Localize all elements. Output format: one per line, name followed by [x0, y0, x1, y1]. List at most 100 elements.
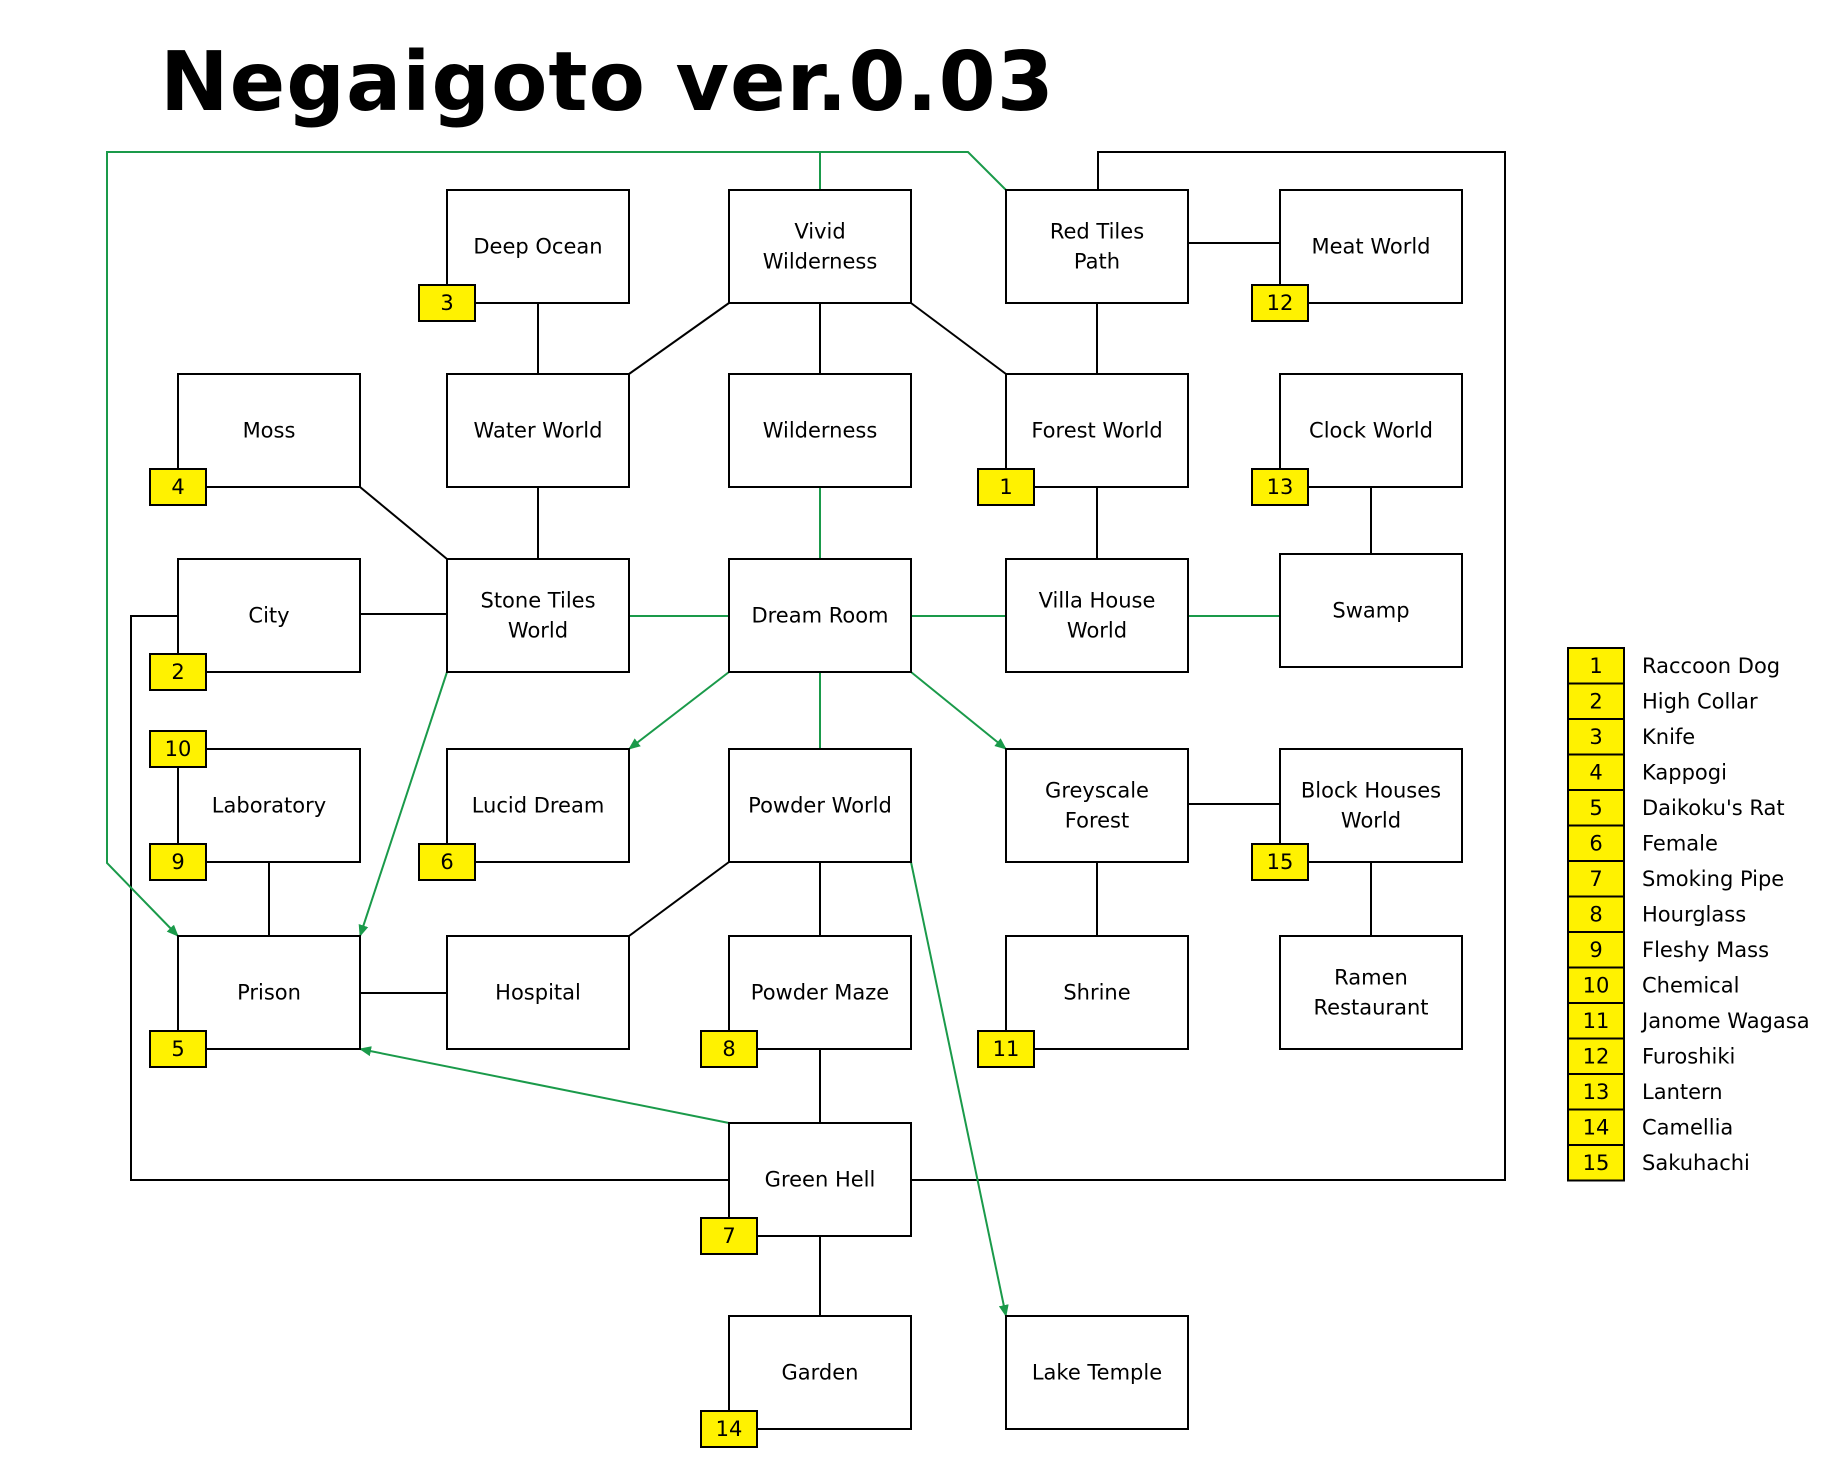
legend-number: 6 — [1589, 831, 1602, 855]
node-label: Powder World — [748, 794, 892, 818]
legend-label: Furoshiki — [1642, 1044, 1735, 1068]
node-label: Lake Temple — [1032, 1361, 1162, 1385]
node-label: Forest World — [1031, 419, 1162, 443]
node-box — [1279, 189, 1463, 304]
node-label: Water World — [474, 419, 603, 443]
item-badge: 6 — [418, 843, 476, 881]
item-badge: 13 — [1251, 468, 1309, 506]
diagram-title: Negaigoto ver.0.03 — [160, 35, 1055, 130]
node-meat-world: Meat World 12 — [1251, 189, 1463, 322]
node-label: World — [508, 619, 568, 643]
badge-number: 9 — [171, 850, 184, 874]
node-box — [446, 189, 630, 304]
badge-number: 3 — [440, 291, 453, 315]
node-label: World — [1341, 809, 1401, 833]
badge-number: 10 — [165, 737, 192, 761]
node-label: Deep Ocean — [473, 235, 602, 259]
node-label: Path — [1074, 250, 1120, 274]
node-box — [177, 373, 361, 488]
legend-number: 7 — [1589, 867, 1602, 891]
top-loop-to-red-tiles — [820, 151, 1007, 191]
node-label: Moss — [243, 419, 296, 443]
legend-label: Camellia — [1642, 1115, 1733, 1139]
node-label: Block Houses — [1301, 779, 1441, 803]
node-label: Wilderness — [763, 250, 878, 274]
legend-item: 7 Smoking Pipe — [1567, 860, 1784, 898]
node-label: World — [1067, 619, 1127, 643]
node-powder-world: Powder World — [728, 748, 912, 863]
legend-badge — [1567, 1002, 1625, 1040]
legend-badge — [1567, 753, 1625, 791]
node-label: Prison — [237, 981, 301, 1005]
green-hell-to-prison — [359, 1046, 730, 1124]
legend-badge — [1567, 718, 1625, 756]
legend-number: 2 — [1589, 689, 1602, 713]
item-badge: 11 — [977, 1030, 1035, 1068]
node-box — [728, 1122, 912, 1237]
node-box — [1005, 373, 1189, 488]
node-label: Hospital — [495, 981, 581, 1005]
badge-box — [977, 468, 1035, 506]
green-hell-loop-right — [911, 151, 1506, 1181]
node-hospital: Hospital — [446, 935, 630, 1050]
dream-room-to-lucid-dream — [628, 671, 730, 750]
node-label: Meat World — [1312, 235, 1431, 259]
badge-box — [418, 843, 476, 881]
green-connectors — [106, 151, 1280, 1317]
legend-badge — [1567, 824, 1625, 862]
legend-number: 8 — [1589, 902, 1602, 926]
node-label: Forest — [1065, 809, 1129, 833]
badge-box — [700, 1217, 758, 1255]
badge-box — [1251, 284, 1309, 322]
node-deep-ocean: Deep Ocean 3 — [418, 189, 630, 322]
vivid-wilderness-top-loop-to-prison — [106, 151, 821, 937]
legend-item: 8 Hourglass — [1567, 895, 1746, 933]
badge-box — [1251, 843, 1309, 881]
item-badge: 10 — [149, 730, 207, 768]
legend-badge — [1567, 789, 1625, 827]
node-label: Laboratory — [212, 794, 326, 818]
node-box — [1005, 189, 1189, 304]
legend-label: Janome Wagasa — [1640, 1009, 1810, 1033]
node-box — [446, 373, 630, 488]
badge-number: 11 — [993, 1037, 1020, 1061]
badge-number: 1 — [999, 475, 1012, 499]
item-badge: 7 — [700, 1217, 758, 1255]
legend-label: Raccoon Dog — [1642, 654, 1780, 678]
badge-box — [700, 1030, 758, 1068]
badge-number: 12 — [1267, 291, 1294, 315]
node-box — [728, 558, 912, 673]
item-badge: 12 — [1251, 284, 1309, 322]
legend-label: Smoking Pipe — [1642, 867, 1784, 891]
badge-number: 14 — [716, 1417, 743, 1441]
item-badge: 15 — [1251, 843, 1309, 881]
node-box — [728, 935, 912, 1050]
powder-world-to-hospital — [628, 861, 730, 937]
legend-label: Hourglass — [1642, 902, 1746, 926]
node-label: Red Tiles — [1050, 220, 1144, 244]
legend-badge — [1567, 966, 1625, 1004]
badge-box — [149, 468, 207, 506]
node-laboratory: Laboratory 9 10 — [149, 730, 361, 881]
